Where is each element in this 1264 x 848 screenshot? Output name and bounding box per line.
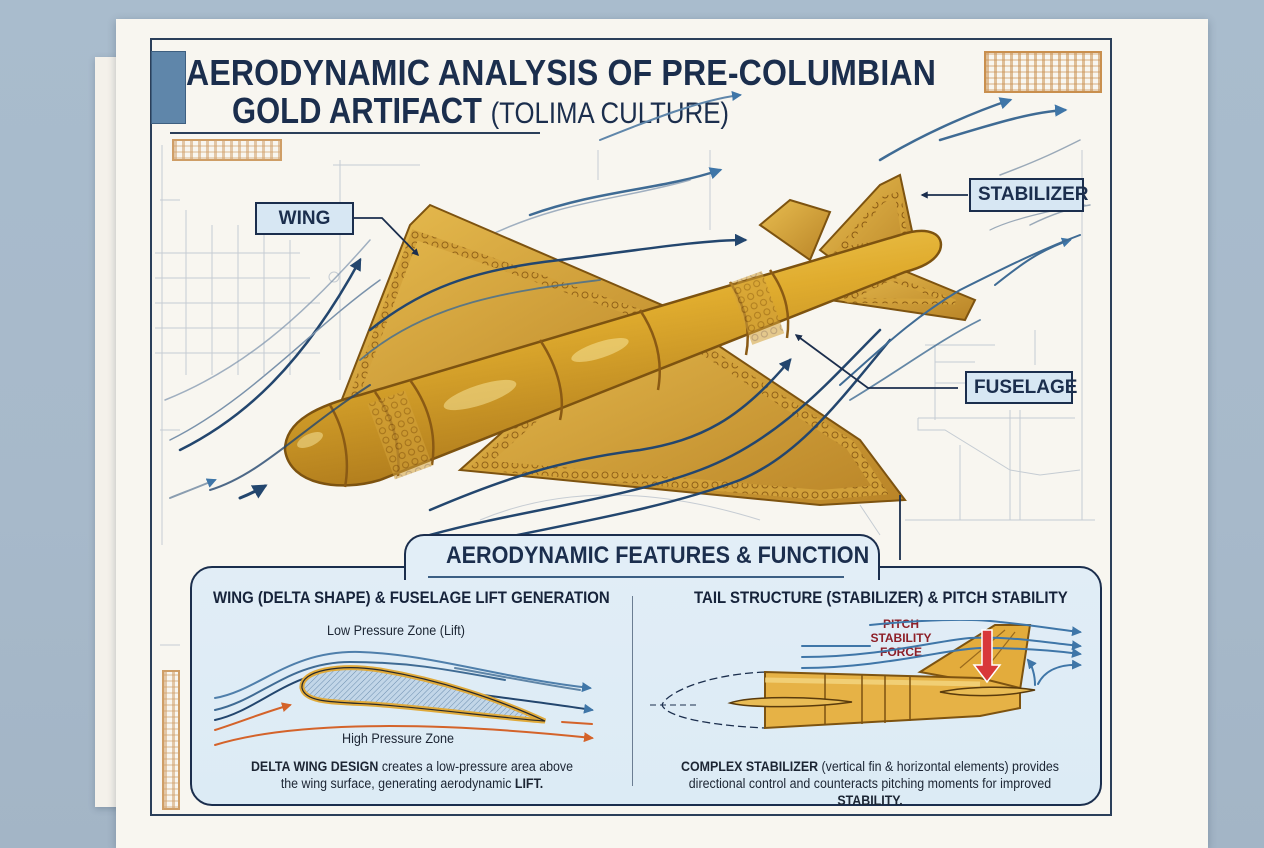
- desc-bold-stabilizer: COMPLEX STABILIZER: [680, 759, 819, 774]
- stabilizer-callout: STABILIZER: [969, 178, 1088, 212]
- page-title-line1: AERODYNAMIC ANALYSIS OF PRE-COLUMBIAN: [186, 52, 937, 93]
- tolima-pattern-top-left: [172, 139, 282, 161]
- low-pressure-label: Low Pressure Zone (Lift): [327, 622, 465, 638]
- panel-title-tab: [404, 534, 880, 580]
- high-pressure-label: High Pressure Zone: [342, 730, 455, 746]
- tolima-pattern-bottom-left: [162, 670, 180, 810]
- panel-title: AERODYNAMIC FEATURES & FUNCTION: [446, 542, 870, 569]
- pitch-stability-force-label: PITCH STABILITY FORCE: [870, 617, 932, 659]
- stability-section-heading: TAIL STRUCTURE (STABILIZER) & PITCH STAB…: [694, 588, 1068, 607]
- fuselage-callout: FUSELAGE: [965, 371, 1077, 404]
- title-subtitle: (TOLIMA CULTURE): [490, 97, 730, 130]
- panel-title-underline: [428, 576, 844, 578]
- title-accent-bar: [151, 51, 186, 124]
- tolima-pattern-top-right: [984, 51, 1102, 93]
- desc-bold-delta: DELTA WING DESIGN: [250, 759, 379, 774]
- stability-description: COMPLEX STABILIZER (vertical fin & horiz…: [680, 759, 1060, 808]
- wing-callout: WING: [255, 202, 354, 235]
- title-underline: [170, 132, 540, 134]
- lift-section-heading: WING (DELTA SHAPE) & FUSELAGE LIFT GENER…: [213, 588, 610, 607]
- lift-description: DELTA WING DESIGN creates a low-pressure…: [250, 759, 574, 791]
- tail-stability-diagram: [650, 620, 1082, 730]
- panel-divider: [632, 596, 633, 786]
- airfoil-diagram: [214, 650, 594, 746]
- drawing-frame: [150, 38, 1112, 816]
- title-main: GOLD ARTIFACT: [232, 90, 482, 131]
- page-title-line2: GOLD ARTIFACT (TOLIMA CULTURE): [232, 90, 765, 132]
